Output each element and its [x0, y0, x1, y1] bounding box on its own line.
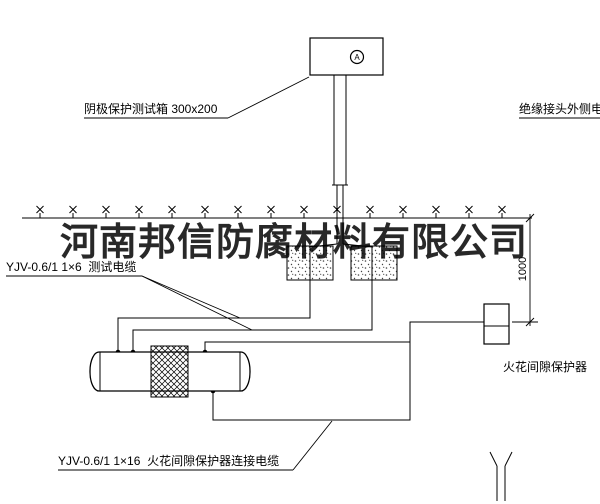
test-cable-label: YJV-0.6/1 1×6 测试电缆 [6, 260, 137, 274]
concrete-block-right [350, 245, 398, 281]
dimension-line [512, 213, 538, 327]
terminal-letter: A [354, 53, 360, 62]
test-box-label-leader [84, 76, 310, 119]
protector-label: 火花间隙保护器 [503, 360, 588, 374]
protector-cable-label-leader [58, 420, 333, 471]
test-box: A [309, 37, 384, 76]
terminal-circle [349, 49, 365, 65]
dimension-text: 1000 [517, 256, 529, 282]
test-cables [117, 243, 373, 352]
conduit [332, 75, 348, 244]
protector-cable-label: YJV-0.6/1 1×16 火花间隙保护器连接电缆 [58, 454, 280, 468]
protector-cables [204, 321, 484, 421]
marker-symbol [489, 451, 513, 501]
insulating-joint [150, 345, 189, 398]
outer-cable-label: 绝缘接头外侧电缆 [519, 102, 600, 116]
spark-gap-protector [483, 303, 510, 345]
test-cable-label-leader [6, 275, 253, 331]
ground-marks [36, 205, 506, 219]
test-box-label: 阴极保护测试箱 300x200 [84, 102, 218, 116]
